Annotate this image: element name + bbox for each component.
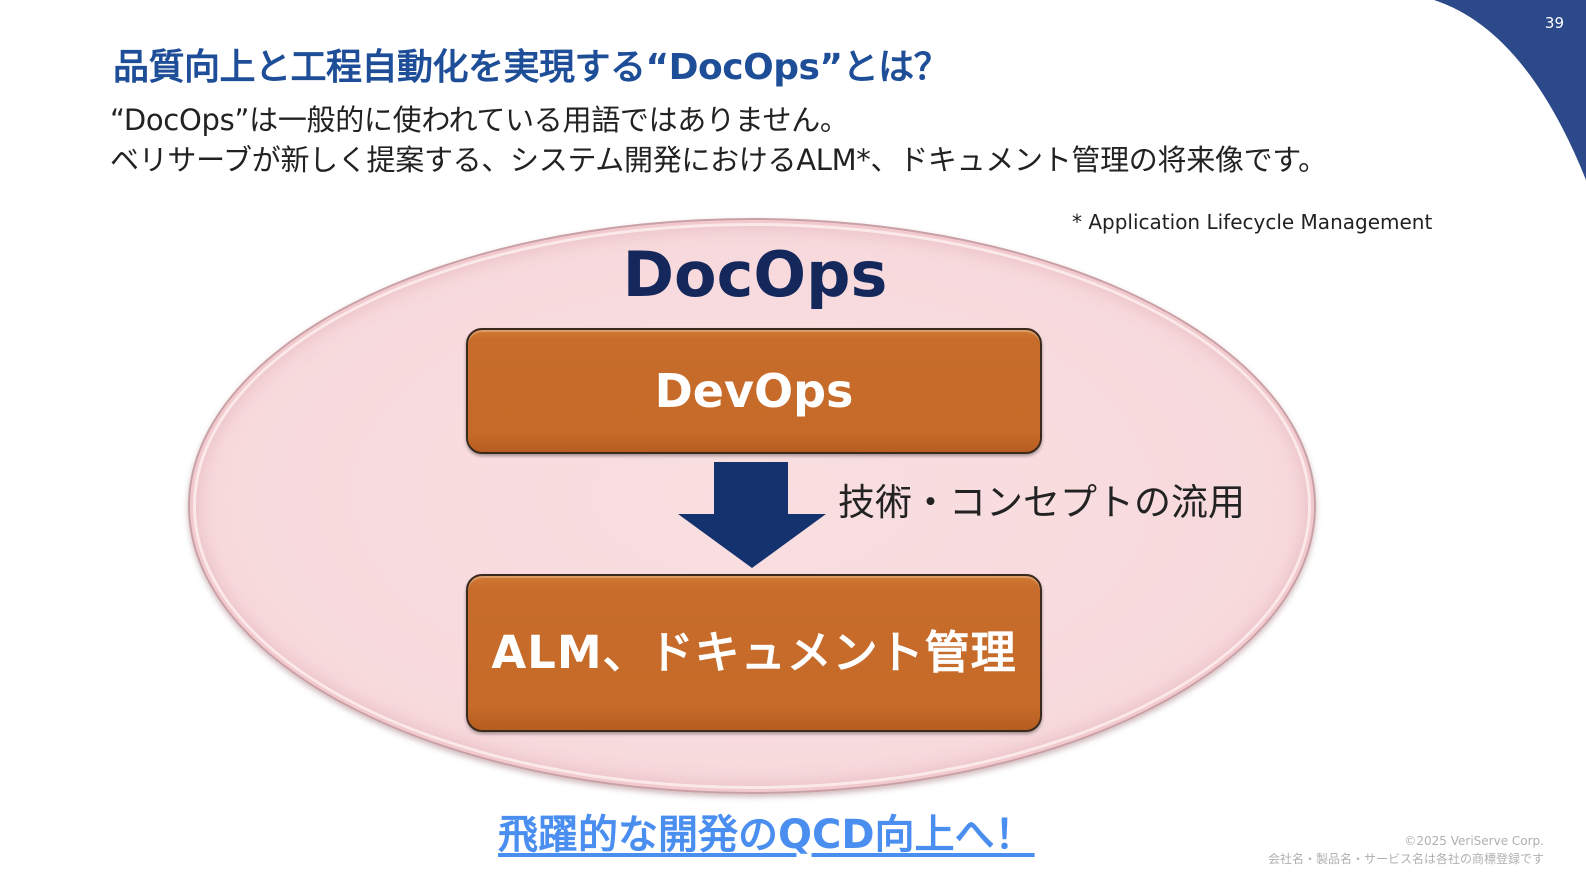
corner-decoration [1434,0,1586,180]
footnote: * Application Lifecycle Management [1072,210,1433,234]
trademark-text: 会社名・製品名・サービス名は各社の商標登録です [1267,852,1544,866]
devops-box: DevOps [466,328,1042,454]
intro-line-1: “DocOps”は一般的に使われている用語ではありません。 [110,103,849,137]
copyright: ©2025 VeriServe Corp. 会社名・製品名・サービス名は各社の商… [1268,832,1544,868]
docops-label: DocOps [622,238,888,311]
down-arrow-icon [678,462,826,568]
intro-text: “DocOps”は一般的に使われている用語ではありません。 ベリサーブが新しく提… [110,100,1327,180]
page-number: 39 [1544,14,1564,32]
slide-title: 品質向上と工程自動化を実現する“DocOps”とは？ [113,47,950,88]
devops-box-label: DevOps [654,364,854,418]
arrow-label: 技術・コンセプトの流用 [838,481,1245,524]
copyright-text: ©2025 VeriServe Corp. [1404,834,1544,848]
alm-box: ALM、ドキュメント管理 [466,574,1042,732]
alm-box-label: ALM、ドキュメント管理 [491,626,1017,679]
qcd-link[interactable]: 飛躍的な開発のQCD向上へ！ [498,812,1035,858]
intro-line-2: ベリサーブが新しく提案する、システム開発におけるALM*、ドキュメント管理の将来… [110,143,1327,177]
